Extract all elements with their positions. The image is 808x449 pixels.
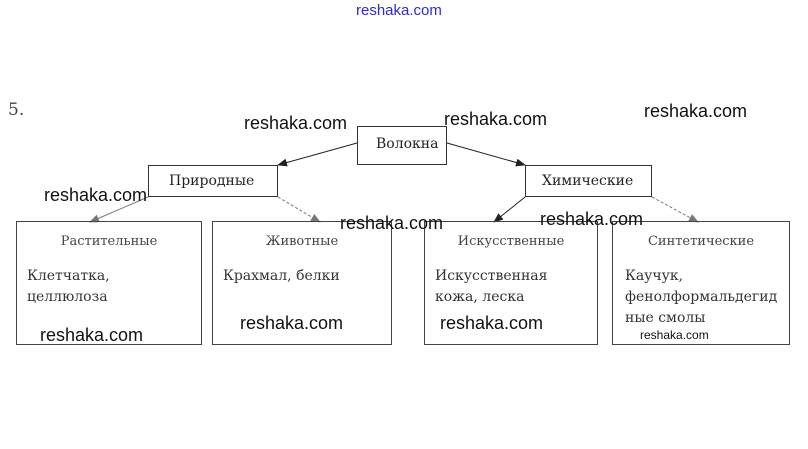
watermark: reshaka.com xyxy=(244,113,348,133)
branch-natural: Природные xyxy=(148,165,278,197)
arrow-chemical-to-synthetic xyxy=(651,196,699,223)
branch-chemical-label: Химические xyxy=(542,173,634,189)
watermark: reshaka.com xyxy=(44,185,148,205)
leaf-synthetic-title: Синтетические xyxy=(647,234,755,249)
arrow-chemical-to-artificial xyxy=(493,196,526,223)
watermark: reshaka.com xyxy=(540,209,644,229)
watermark: reshaka.com xyxy=(340,213,444,233)
leaf-plant: Растительные Клетчатка, целлюлоза xyxy=(16,221,202,345)
watermark: reshaka.com xyxy=(440,313,544,333)
leaf-artificial: Искусственные Искусственная кожа, леска xyxy=(424,221,598,345)
arrow-natural-to-plant xyxy=(89,196,149,223)
watermark-small: reshaka.com xyxy=(640,328,709,342)
leaf-artificial-text: Искусственная кожа, леска xyxy=(435,268,548,305)
arrow-root-to-chemical xyxy=(446,142,526,167)
leaf-animal-text: Крахмал, белки xyxy=(223,268,340,284)
leaf-synthetic-text: Каучук, фенолформальдегид ные смолы xyxy=(625,268,778,326)
branch-natural-label: Природные xyxy=(169,173,255,189)
task-number: 5. xyxy=(8,100,25,120)
leaf-synthetic: Синтетические Каучук, фенолформальдегид … xyxy=(612,221,790,345)
root-node: Волокна xyxy=(357,126,447,165)
arrow-natural-to-animal xyxy=(277,196,321,223)
leaf-animal: Животные Крахмал, белки xyxy=(212,221,392,345)
branch-chemical: Химические xyxy=(525,165,652,197)
leaf-artificial-title: Искусственные xyxy=(457,234,565,249)
watermark: reshaka.com xyxy=(444,109,548,129)
leaf-plant-text: Клетчатка, целлюлоза xyxy=(27,268,110,305)
watermark: reshaka.com xyxy=(40,325,144,345)
site-link[interactable]: reshaka.com xyxy=(356,2,442,19)
watermark: reshaka.com xyxy=(644,101,748,121)
leaf-animal-title: Животные xyxy=(265,234,339,249)
leaf-plant-title: Растительные xyxy=(60,234,158,249)
arrow-root-to-natural xyxy=(277,142,358,167)
root-label: Волокна xyxy=(376,136,439,152)
watermark: reshaka.com xyxy=(240,313,344,333)
